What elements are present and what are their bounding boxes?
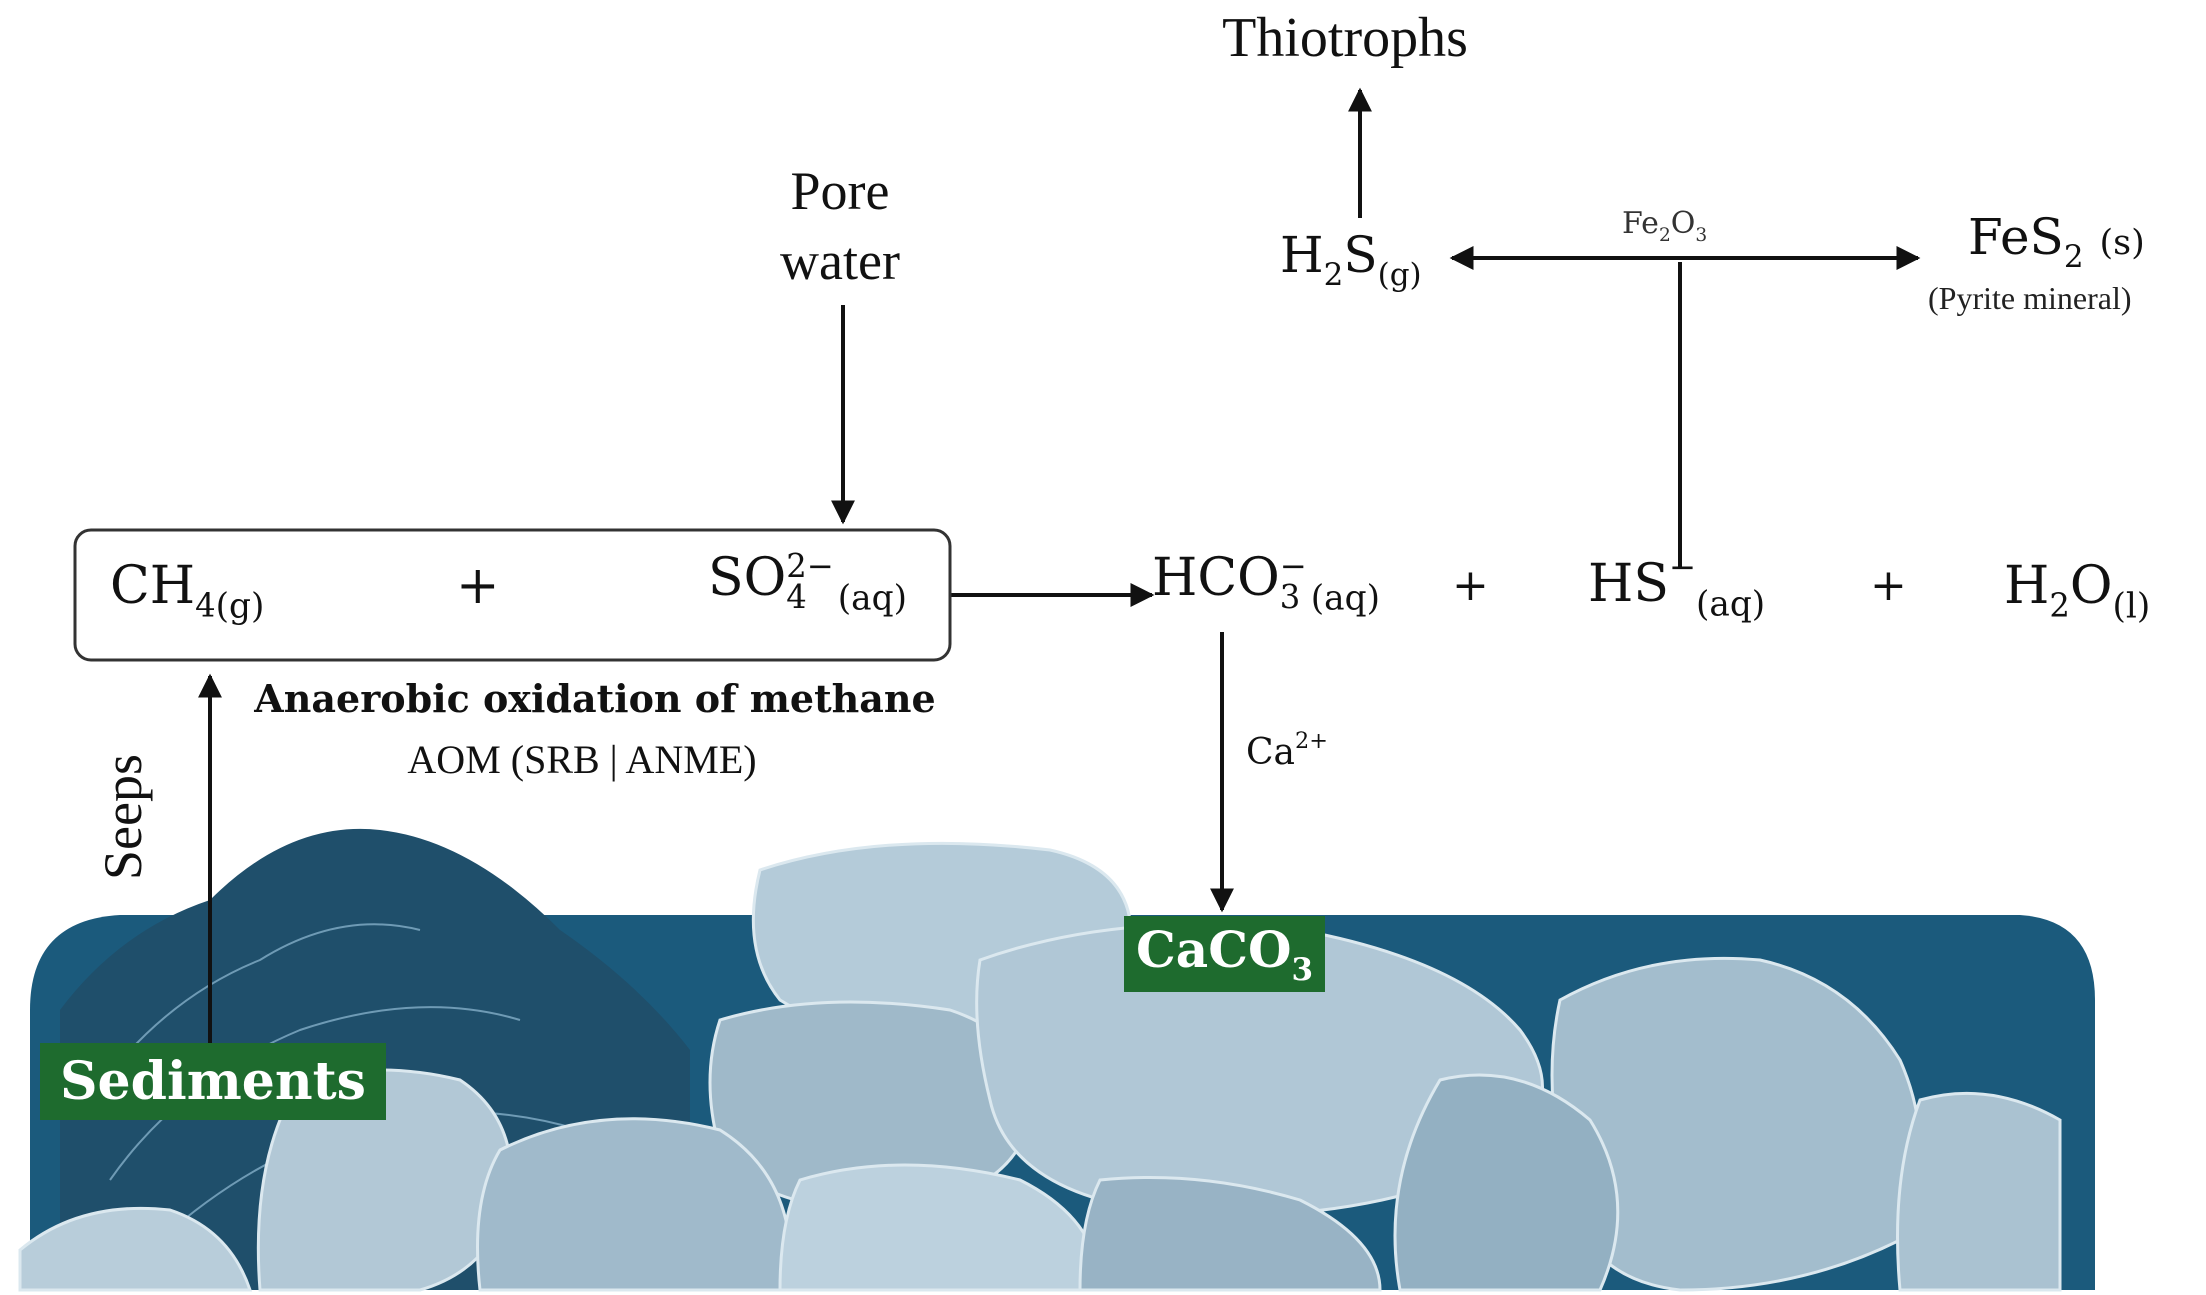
so4-sub: 4 (786, 577, 807, 616)
aom-title: Anaerobic oxidation of methane (254, 676, 936, 721)
rocks (18, 841, 2062, 1292)
hs-formula: HS−(aq) (1588, 548, 1766, 625)
fe2o3-catalyst: Fe2O3 (1622, 206, 1708, 246)
caco3-label: CaCO3 (1124, 916, 1326, 993)
h2s-formula: H2S(g) (1280, 226, 1422, 294)
seeps-label: Seeps (93, 754, 153, 880)
reactants-box (73, 528, 952, 662)
hco3-formula: HCO−3(aq) (1152, 546, 1380, 619)
sediments-label: Sediments (40, 1043, 386, 1120)
pore-water-line1: Pore (790, 161, 890, 221)
ch4-formula: CH4(g) (110, 556, 265, 627)
fes2-formula: FeS2 (s) (1968, 208, 2145, 276)
pore-water-label: Pore water (780, 156, 900, 296)
so4-charge: 2− (786, 546, 834, 585)
calcium-ion: Ca2+ (1246, 728, 1328, 774)
hco3-sub: 3 (1279, 577, 1301, 616)
thiotrophs-label: Thiotrophs (1222, 7, 1468, 69)
product-plus-2: + (1870, 560, 1907, 611)
h2o-formula: H2O(l) (2004, 556, 2151, 627)
hco3-charge: − (1279, 546, 1307, 585)
reactant-plus: + (456, 556, 500, 616)
pyrite-note: (Pyrite mineral) (1928, 280, 2132, 316)
product-plus-1: + (1452, 560, 1489, 611)
pore-water-line2: water (780, 231, 900, 291)
aom-subtitle: AOM (SRB | ANME) (407, 737, 757, 782)
